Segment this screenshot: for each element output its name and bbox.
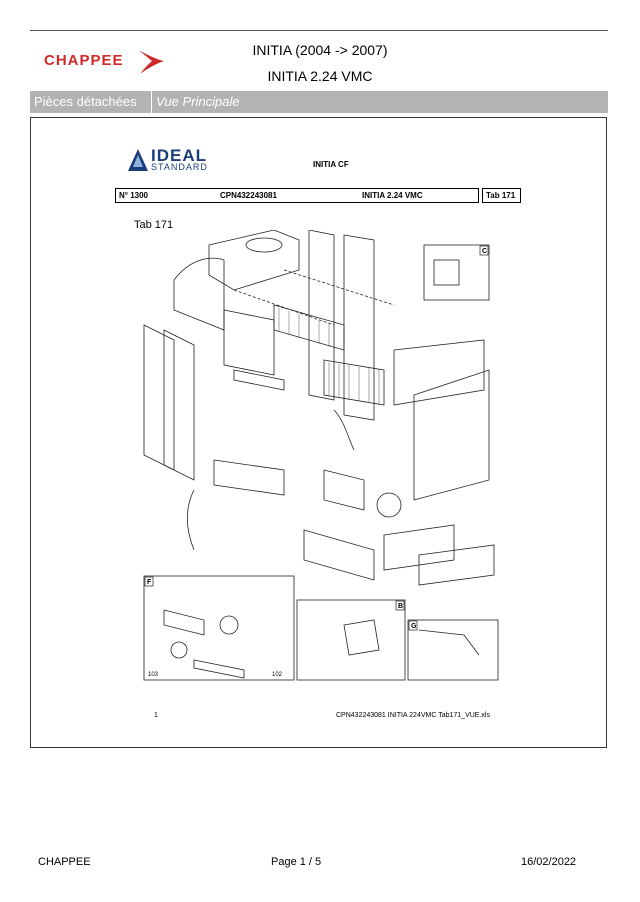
back-frame — [308, 230, 335, 401]
sheet-footer-number: 1 — [154, 712, 158, 719]
callout-f: F — [147, 579, 152, 586]
section-bar: Pièces détachées Vue Principale — [30, 91, 608, 113]
burner — [323, 359, 385, 406]
document-subtitle: INITIA 2.24 VMC — [267, 68, 373, 84]
inset-f-box — [143, 575, 295, 681]
flue-hood — [208, 230, 300, 291]
document-title: INITIA (2004 -> 2007) — [252, 42, 388, 58]
ideal-standard-logo: IDEAL STANDARD — [127, 146, 227, 174]
sheet-tab-box: Tab 171 — [482, 188, 521, 203]
callout-g: G — [411, 623, 417, 630]
inset-b-box — [296, 599, 406, 681]
sheet-footer-file: CPN432243081 INITIA 224VMC Tab171_VUE.xl… — [336, 712, 490, 719]
control-panel-front — [393, 339, 485, 406]
sheet-model: INITIA CF — [313, 160, 349, 169]
pump — [376, 492, 402, 518]
footer-date: 16/02/2022 — [521, 856, 577, 868]
section-divider — [151, 91, 152, 113]
front-casing — [413, 369, 490, 501]
part-number-102: 102 — [272, 672, 283, 678]
drawing-frame — [30, 117, 607, 748]
sheet-header-box: N° 1300 CPN432243081 INITIA 2.24 VMC — [115, 188, 479, 203]
footer-company: CHAPPEE — [38, 856, 91, 868]
exploded-view-diagram: C F B G 103 102 — [143, 230, 499, 681]
ideal-brand-bottom: STANDARD — [151, 162, 208, 172]
part-number-103: 103 — [148, 672, 159, 678]
sheet-number: N° 1300 — [119, 191, 148, 200]
sheet-tab-number: Tab 171 — [486, 191, 516, 200]
ideal-brand-top: IDEAL — [151, 146, 207, 165]
inset-g-box — [407, 619, 499, 681]
side-panel-left — [143, 324, 175, 471]
callout-c: C — [482, 248, 487, 255]
ideal-triangle-icon — [128, 149, 148, 171]
section-label: Pièces détachées — [34, 94, 137, 109]
tab-label: Tab 171 — [134, 219, 174, 231]
sheet-reference: CPN432243081 — [220, 191, 277, 200]
top-rule — [30, 30, 608, 31]
brand-text: CHAPPEE — [44, 52, 124, 69]
footer-page-number: Page 1 / 5 — [271, 856, 322, 868]
plate-exchanger — [213, 459, 285, 496]
control-box — [418, 544, 495, 586]
sheet-model-name: INITIA 2.24 VMC — [362, 191, 423, 200]
inset-c-box — [423, 244, 490, 301]
view-label: Vue Principale — [156, 94, 240, 109]
chappee-swoosh-icon — [138, 50, 164, 74]
base-tray — [303, 529, 375, 581]
combustion-chamber — [223, 309, 275, 376]
callout-b: B — [398, 603, 403, 610]
chappee-logo: CHAPPEE — [44, 46, 174, 76]
